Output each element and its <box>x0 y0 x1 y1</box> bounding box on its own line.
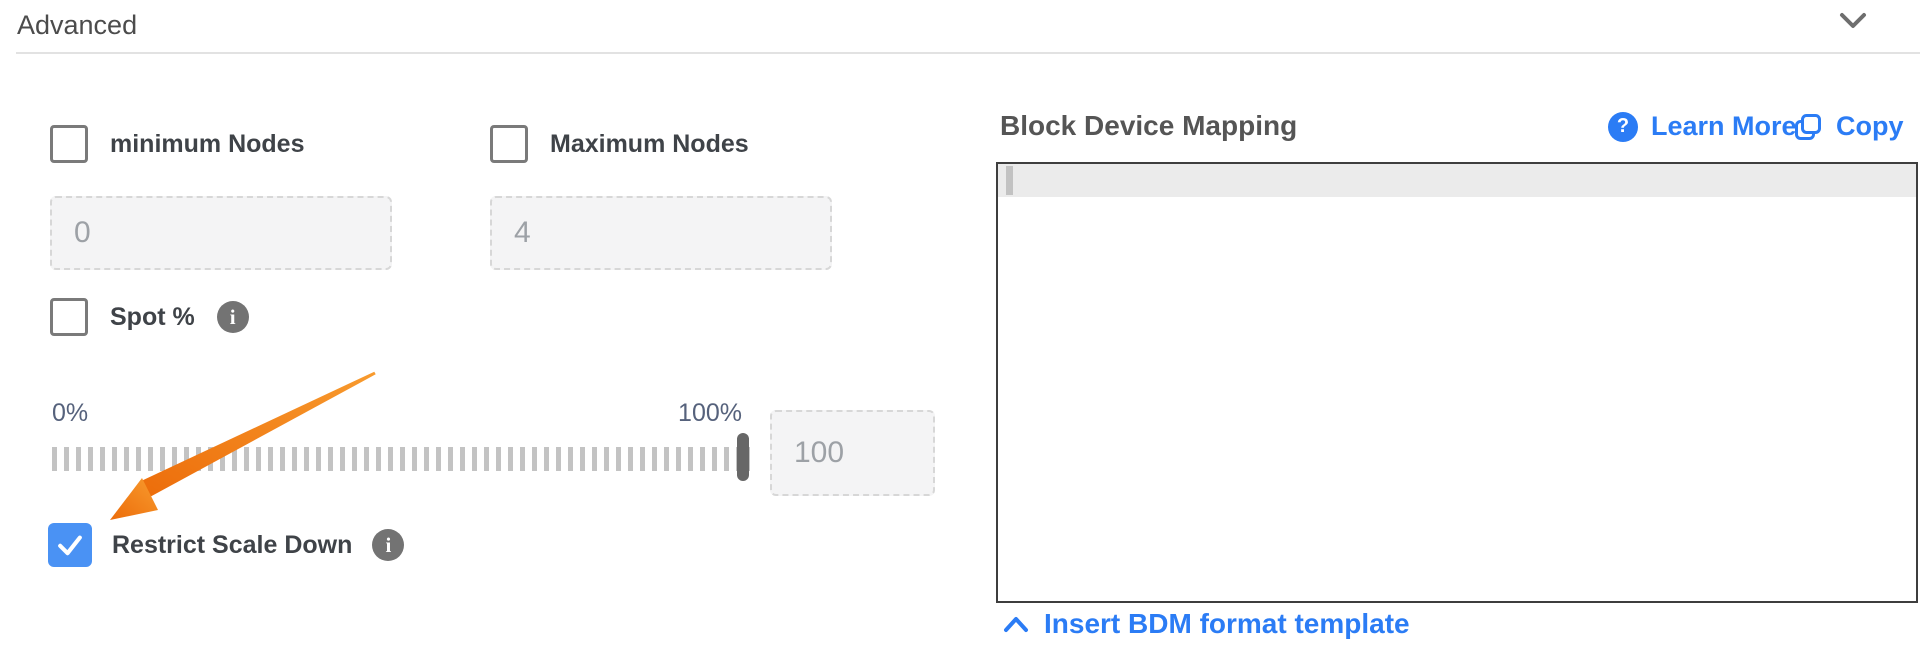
annotation-arrow <box>110 371 376 520</box>
help-icon: ? <box>1608 111 1638 142</box>
copy-label: Copy <box>1836 111 1904 141</box>
restrict-scale-down-label: Restrict Scale Down <box>112 530 353 559</box>
copy-button[interactable]: Copy <box>1793 111 1904 142</box>
insert-bdm-template-label: Insert BDM format template <box>1044 608 1410 639</box>
learn-more-label: Learn More <box>1651 111 1797 141</box>
section-divider <box>16 52 1920 54</box>
slider-handle[interactable] <box>737 433 749 481</box>
slider-labels: 0% 100% <box>52 399 742 428</box>
info-icon[interactable]: i <box>372 529 405 561</box>
slider-min-label: 0% <box>52 399 89 427</box>
spot-percentage-slider-track[interactable] <box>52 447 750 471</box>
min-nodes-row: minimum Nodes <box>50 125 304 163</box>
chevron-down-icon[interactable] <box>1839 12 1867 30</box>
max-nodes-row: Maximum Nodes <box>490 125 749 163</box>
max-nodes-checkbox[interactable] <box>490 125 528 163</box>
chevron-up-icon <box>1004 616 1028 632</box>
checkmark-icon <box>58 535 82 556</box>
editor-active-line <box>998 164 1916 197</box>
learn-more-link[interactable]: ? Learn More <box>1608 111 1797 142</box>
editor-cursor <box>1006 166 1013 195</box>
min-nodes-checkbox[interactable] <box>50 125 88 163</box>
help-glyph: ? <box>1616 115 1630 137</box>
info-icon[interactable]: i <box>216 301 249 333</box>
restrict-scale-down-checkbox[interactable] <box>48 523 92 567</box>
spot-percentage-input[interactable] <box>770 410 935 496</box>
copy-icon <box>1795 113 1821 140</box>
spot-pct-checkbox[interactable] <box>50 298 88 336</box>
section-title: Advanced <box>17 10 138 40</box>
restrict-scale-down-row: Restrict Scale Down i <box>48 523 405 567</box>
bdm-editor[interactable] <box>996 162 1918 603</box>
spot-pct-row: Spot % i <box>50 298 249 336</box>
spot-pct-label: Spot % <box>110 302 195 331</box>
slider-max-label: 100% <box>678 399 742 427</box>
bdm-title: Block Device Mapping <box>1000 110 1298 141</box>
max-nodes-label: Maximum Nodes <box>550 129 749 158</box>
max-nodes-input[interactable] <box>490 196 832 270</box>
min-nodes-input[interactable] <box>50 196 392 270</box>
min-nodes-label: minimum Nodes <box>110 129 305 158</box>
insert-bdm-template-link[interactable]: Insert BDM format template <box>1003 608 1410 640</box>
